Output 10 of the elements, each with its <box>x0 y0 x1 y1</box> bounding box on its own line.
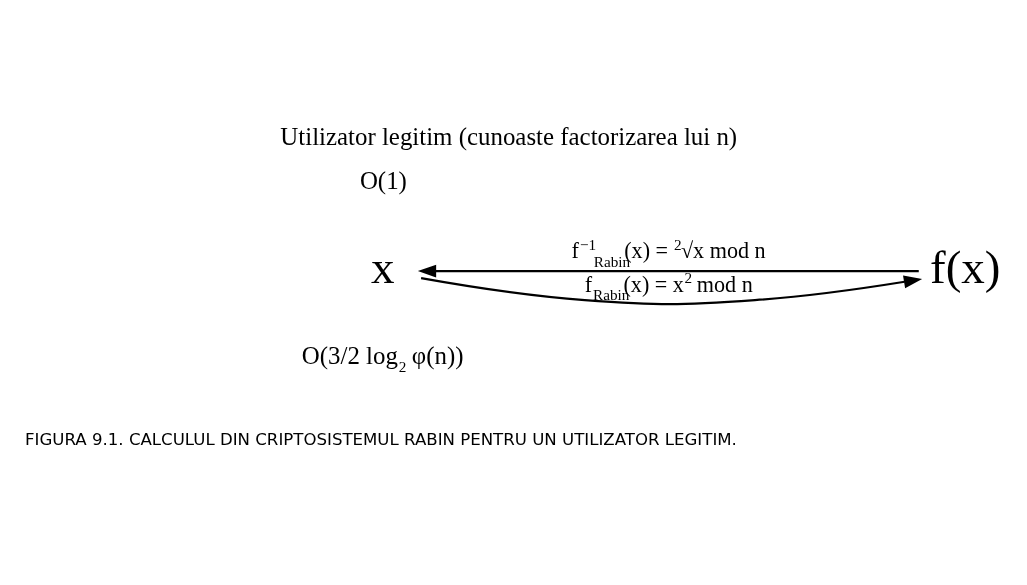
caption: FIGURA 9.1. CALCULUL DIN CRIPTOSISTEMUL RABIN PENTRU UN UTILIZATOR LEGITIM. <box>25 429 737 449</box>
arrow <box>420 275 923 306</box>
label: O(3/2 log$_{2}$ φ(n)) <box>301 341 464 376</box>
label: O(1) <box>359 167 407 195</box>
node-text: x <box>370 241 395 294</box>
arrow <box>417 264 919 278</box>
diagram-title: Utilizator legitim (cunoaste factorizarea lui n) <box>280 123 738 150</box>
node-text: f(x) <box>930 241 1001 294</box>
edge-label: f$^{−1}$$_{Rabin}$(x) = $^{2}$√x mod n <box>571 235 766 270</box>
edge-label: f$_{Rabin}$(x) = x$^{2}$ mod n <box>584 269 753 304</box>
